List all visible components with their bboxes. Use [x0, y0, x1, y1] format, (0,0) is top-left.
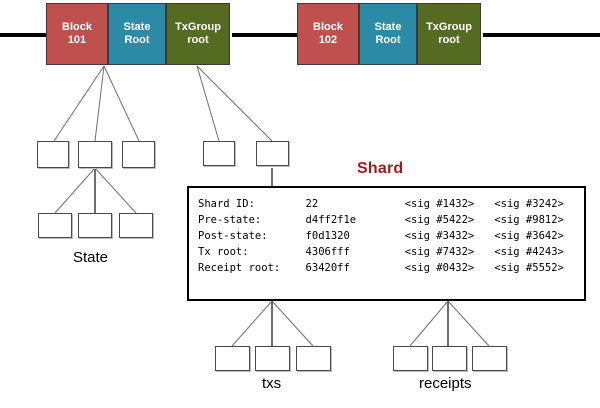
chain-line-left — [0, 33, 47, 37]
table-row: Receipt root: 63420ff <sig #0432> <sig #… — [198, 261, 584, 277]
shard-row-4-sig1: <sig #0432> — [404, 262, 475, 274]
table-row: Post-state: f0d1320 <sig #3432> <sig #36… — [198, 229, 584, 245]
block-101-txgroup-line2: root — [187, 34, 209, 46]
receipt-node-2[interactable] — [432, 346, 467, 371]
shard-row-0-sig2: <sig #3242> — [494, 198, 564, 210]
shard-row-0-sig1: <sig #1432> — [404, 198, 475, 210]
block-101-header: Block 101 — [46, 3, 108, 65]
shard-row-1-label: Pre-state: — [198, 214, 262, 226]
txgroup-node-2-shard-ref[interactable] — [256, 141, 289, 166]
block-102-txgroup-root: TxGroup root — [417, 3, 481, 65]
table-row: Pre-state: d4ff2f1e <sig #5422> <sig #98… — [198, 213, 584, 229]
block-102-state-line1: State — [374, 21, 402, 33]
block-101-label-line1: Block — [62, 21, 92, 33]
block-102[interactable]: Block 102 State Root TxGroup root — [297, 3, 481, 65]
block-101-state-root: State Root — [108, 3, 166, 65]
shard-row-4-value: 63420ff — [305, 262, 350, 274]
shard-row-3-value: 4306fff — [305, 246, 350, 258]
shard-row-2-value: f0d1320 — [305, 230, 350, 242]
block-101-txgroup-root: TxGroup root — [166, 3, 230, 65]
chain-line-middle — [232, 33, 298, 37]
caption-state: State — [73, 249, 109, 266]
state-node-l2-3[interactable] — [119, 213, 153, 238]
state-node-l1-2[interactable] — [78, 141, 112, 168]
state-node-l2-2[interactable] — [78, 213, 112, 238]
block-102-txgroup-line1: TxGroup — [426, 21, 472, 33]
state-node-l1-3[interactable] — [122, 141, 155, 168]
block-101-txgroup-line1: TxGroup — [175, 21, 221, 33]
shard-title: Shard — [357, 160, 404, 177]
block-101[interactable]: Block 101 State Root TxGroup root — [46, 3, 230, 65]
shard-detail-panel: Shard ID: 22 <sig #1432> <sig #3242> Pre… — [187, 186, 586, 301]
tx-node-2[interactable] — [255, 346, 290, 371]
shard-table-body: Shard ID: 22 <sig #1432> <sig #3242> Pre… — [198, 197, 584, 277]
block-101-state-line2: Root — [124, 34, 150, 46]
shard-row-2-sig1: <sig #3432> — [404, 230, 475, 242]
shard-row-3-label: Tx root: — [198, 246, 249, 258]
shard-row-0-value: 22 — [305, 198, 319, 210]
shard-row-4-label: Receipt root: — [198, 262, 281, 274]
shard-row-1-sig1: <sig #5422> — [404, 214, 475, 226]
tx-node-1[interactable] — [215, 346, 250, 371]
state-node-l1-1[interactable] — [37, 141, 69, 168]
tx-node-3[interactable] — [296, 346, 331, 371]
shard-row-1-sig2: <sig #9812> — [494, 214, 564, 226]
block-102-header: Block 102 — [297, 3, 359, 65]
table-row: Tx root: 4306fff <sig #7432> <sig #4243> — [198, 245, 584, 261]
shard-fields-table: Shard ID: 22 <sig #1432> <sig #3242> Pre… — [198, 197, 584, 277]
block-102-state-root: State Root — [359, 3, 417, 65]
chain-line-right — [483, 33, 600, 37]
shard-row-2-sig2: <sig #3642> — [494, 230, 564, 242]
block-102-txgroup-line2: root — [438, 34, 460, 46]
caption-receipts: receipts — [419, 375, 472, 392]
shard-row-0-label: Shard ID: — [198, 198, 255, 210]
block-102-label-line1: Block — [313, 21, 343, 33]
receipt-node-1[interactable] — [393, 346, 428, 371]
block-101-label-line2: 101 — [67, 34, 87, 46]
caption-txs: txs — [262, 375, 282, 392]
shard-row-3-sig1: <sig #7432> — [404, 246, 475, 258]
state-node-l2-1[interactable] — [38, 213, 72, 238]
shard-row-2-label: Post-state: — [198, 230, 268, 242]
table-row: Shard ID: 22 <sig #1432> <sig #3242> — [198, 197, 584, 213]
txgroup-node-1[interactable] — [203, 141, 235, 166]
block-101-state-line1: State — [123, 21, 151, 33]
block-102-label-line2: 102 — [318, 34, 338, 46]
shard-row-4-sig2: <sig #5552> — [494, 262, 564, 274]
receipt-node-3[interactable] — [472, 346, 507, 371]
shard-row-1-value: d4ff2f1e — [305, 214, 357, 226]
block-102-state-line2: Root — [375, 34, 401, 46]
shard-row-3-sig2: <sig #4243> — [494, 246, 564, 258]
